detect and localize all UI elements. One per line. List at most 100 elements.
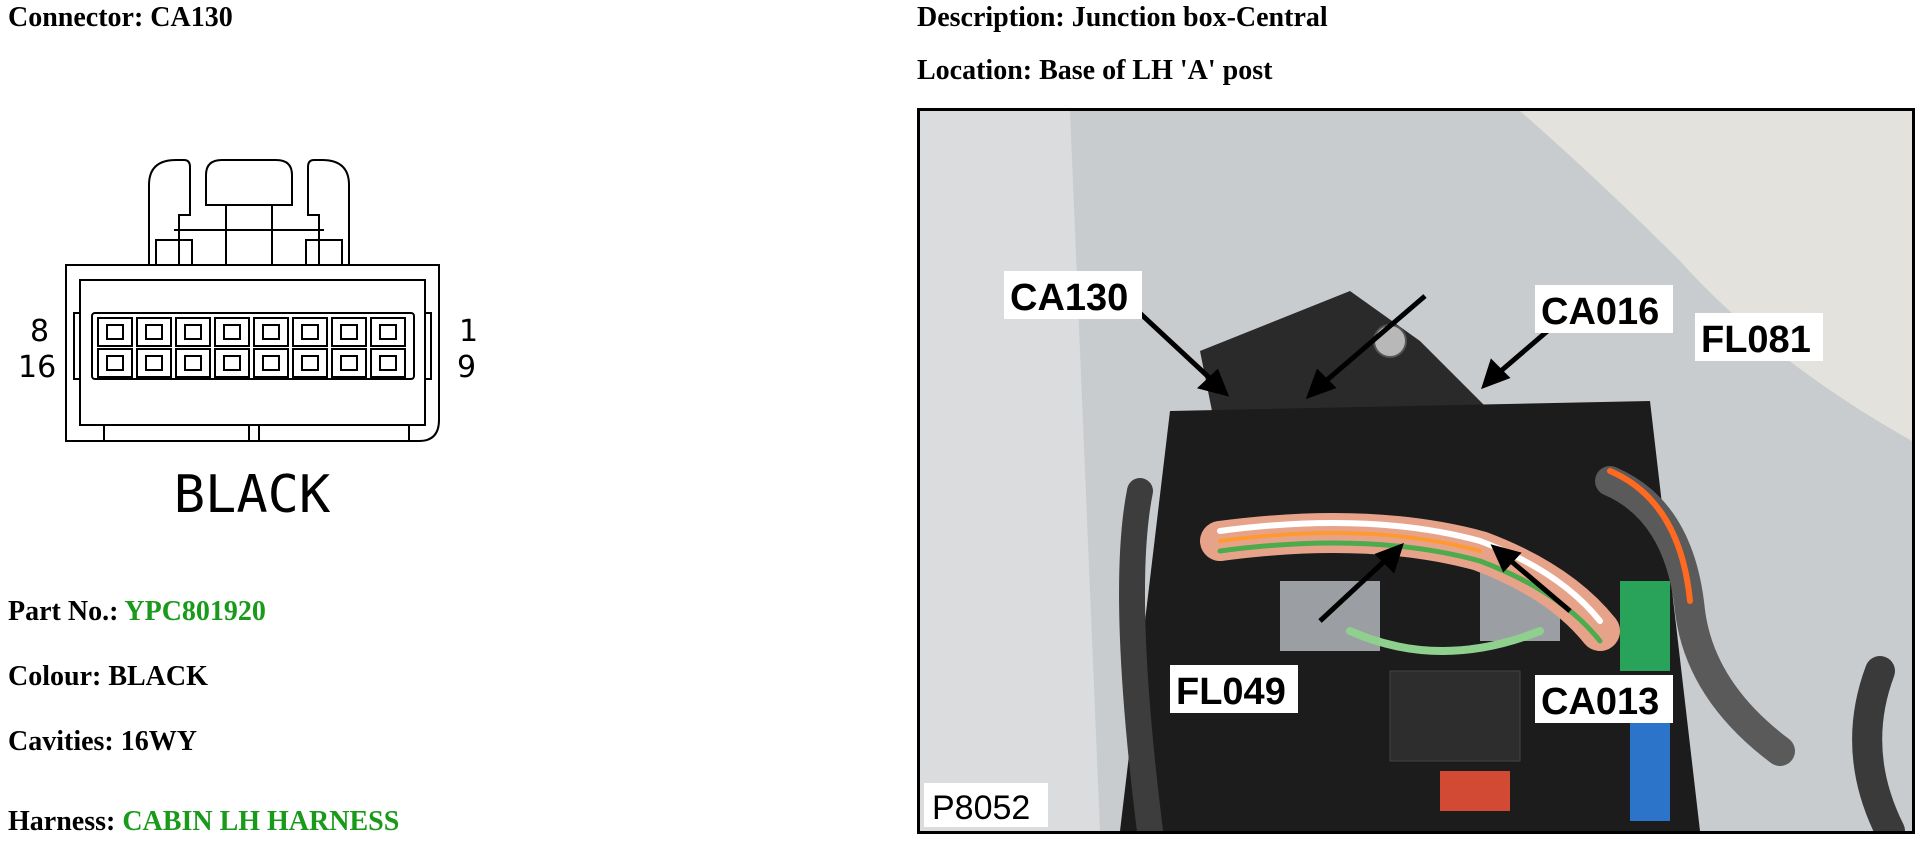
callout-ca016: CA016 <box>1541 291 1659 333</box>
harness-right <box>1595 466 1795 766</box>
pin-number-bottom-right: 9 <box>457 350 476 385</box>
pin-number-bottom-left: 16 <box>18 350 56 385</box>
pillar-panel <box>920 111 1100 831</box>
junction-box <box>1120 401 1700 831</box>
cavity-terminal-4 <box>223 324 241 340</box>
callout-fl049: FL049 <box>1176 671 1286 713</box>
latch-stem <box>225 204 273 266</box>
harness-link[interactable]: CABIN LH HARNESS <box>122 806 400 837</box>
callout-box-ca013 <box>1535 675 1673 723</box>
key-slot-left <box>73 312 81 380</box>
harness-right-tail <box>1852 656 1905 831</box>
latch-center <box>205 159 293 206</box>
callout-box-ca130 <box>1004 271 1142 319</box>
cavity-7 <box>331 317 367 347</box>
pin-rows <box>97 317 406 378</box>
part-number-row: Part No.: YPC801920 <box>8 596 266 628</box>
callout-fl081: FL081 <box>1701 319 1811 361</box>
connector-label: Connector: <box>8 2 144 33</box>
cavity-16 <box>370 348 406 378</box>
latch-right <box>307 159 350 265</box>
colour-value: BLACK <box>108 661 208 692</box>
location-value: Base of LH 'A' post <box>1039 55 1273 86</box>
connector-face-diagram: 8 16 1 9 BLACK <box>18 159 478 525</box>
harness-left-tail <box>1119 478 1163 831</box>
latch-left <box>148 159 191 265</box>
arrow-ca013 <box>1503 554 1572 613</box>
cavity-terminal-1 <box>106 324 124 340</box>
mount-bolt <box>1373 324 1407 358</box>
connector-heading: Connector: CA130 <box>8 2 233 34</box>
colour-label: Colour: <box>8 661 102 692</box>
cavities-value: 16WY <box>120 726 197 757</box>
cavity-terminal-11 <box>184 355 202 371</box>
blue-connector <box>1630 711 1670 821</box>
callout-ca130: CA130 <box>1010 277 1128 319</box>
cavity-terminal-2 <box>145 324 163 340</box>
arrowhead-ca130 <box>1196 368 1230 397</box>
cavity-terminal-7 <box>340 324 358 340</box>
callout-ca013: CA013 <box>1541 681 1659 723</box>
cavity-terminal-14 <box>301 355 319 371</box>
harness-right-wires <box>1607 468 1693 604</box>
cavity-terminal-15 <box>340 355 358 371</box>
cavity-10 <box>136 348 172 378</box>
photo-reference: P8052 <box>932 789 1030 827</box>
cavity-terminal-3 <box>184 324 202 340</box>
description-heading: Description: Junction box-Central <box>917 2 1328 34</box>
cavity-14 <box>292 348 328 378</box>
cavity-terminal-6 <box>301 324 319 340</box>
harness-low <box>1346 627 1544 655</box>
arrowhead-ca013 <box>1490 544 1522 573</box>
arrow-fl049 <box>1318 554 1392 623</box>
cavity-terminal-5 <box>262 324 280 340</box>
photo-reference-box <box>924 783 1048 827</box>
red-connector <box>1440 771 1510 811</box>
cavity-13 <box>253 348 289 378</box>
cavities-label: Cavities: <box>8 726 114 757</box>
cavity-4 <box>214 317 250 347</box>
description-label: Description: <box>917 2 1065 33</box>
cavity-9 <box>97 348 133 378</box>
key-slot-right <box>424 312 432 380</box>
green-connector <box>1620 581 1670 671</box>
cavity-15 <box>331 348 367 378</box>
connector-body <box>65 264 440 442</box>
location-photo: CA130 CA016 FL081 FL049 CA013 P8052 <box>917 108 1915 834</box>
cavity-8 <box>370 317 406 347</box>
part-number-label: Part No.: <box>8 596 119 627</box>
location-heading: Location: Base of LH 'A' post <box>917 55 1272 87</box>
description-value: Junction box-Central <box>1071 2 1328 33</box>
cavity-11 <box>175 348 211 378</box>
colour-row: Colour: BLACK <box>8 661 208 693</box>
callout-box-fl081 <box>1695 313 1823 361</box>
harness-wires-1 <box>1217 520 1603 624</box>
connector-skirt <box>103 424 410 441</box>
cavity-terminal-16 <box>379 355 397 371</box>
cavity-12 <box>214 348 250 378</box>
cavity-terminal-12 <box>223 355 241 371</box>
pin-number-top-left: 8 <box>30 314 49 349</box>
arrowhead-fl049 <box>1374 542 1404 574</box>
arrowhead-fl081 <box>1481 358 1511 390</box>
cavity-3 <box>175 317 211 347</box>
cavity-5 <box>253 317 289 347</box>
pin-block <box>91 312 415 380</box>
cavity-terminal-9 <box>106 355 124 371</box>
arrow-ca016 <box>1318 294 1427 388</box>
relay-block <box>1389 670 1521 762</box>
harness-label: Harness: <box>8 806 116 837</box>
pin-number-top-right: 1 <box>459 314 478 349</box>
cavity-6 <box>292 317 328 347</box>
latch-tab-left <box>155 239 193 266</box>
cavities-row: Cavities: 16WY <box>8 726 197 758</box>
cavity-2 <box>136 317 172 347</box>
callout-box-fl049 <box>1170 665 1298 713</box>
cavity-1 <box>97 317 133 347</box>
connector-value: CA130 <box>150 2 233 33</box>
part-number-link[interactable]: YPC801920 <box>124 596 266 627</box>
callout-box-ca016 <box>1535 285 1673 333</box>
cavity-terminal-10 <box>145 355 163 371</box>
cavity-terminal-13 <box>262 355 280 371</box>
location-label: Location: <box>917 55 1033 86</box>
